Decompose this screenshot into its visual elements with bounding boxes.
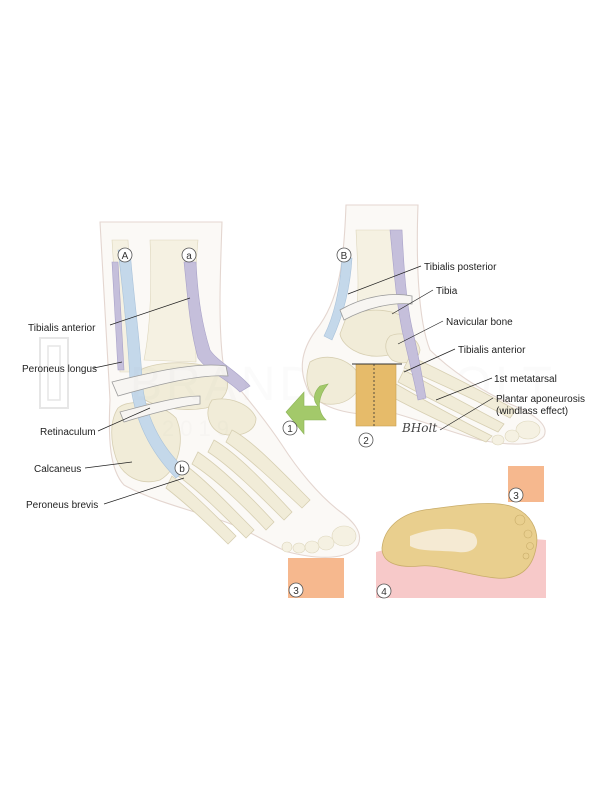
label-tibialis-anterior-left: Tibialis anterior <box>28 323 96 334</box>
svg-text:b: b <box>179 464 185 475</box>
marker-B: B <box>336 247 352 263</box>
svg-text:2019: 2019 <box>162 416 235 441</box>
right-retinaculum-strap <box>339 294 413 321</box>
orange-lever-2: 2 <box>352 363 402 448</box>
label-navicular-bone: Navicular bone <box>446 317 513 328</box>
marker-b: b <box>174 460 190 476</box>
svg-text:3: 3 <box>293 586 299 597</box>
left-foot-drawing: A a b <box>99 221 360 558</box>
artist-signature: BHolt <box>401 421 437 435</box>
left-toes <box>281 525 357 554</box>
right-metatarsals <box>389 355 517 443</box>
label-calcaneus: Calcaneus <box>34 464 81 475</box>
svg-text:4: 4 <box>381 587 387 598</box>
right-tibialis-tendon-blue <box>323 257 353 341</box>
label-first-metatarsal: 1st metatarsal <box>494 374 557 385</box>
svg-text:B: B <box>341 251 348 262</box>
left-metatarsals <box>165 429 311 545</box>
left-navicular-bone <box>207 398 257 436</box>
label-peroneus-longus: Peroneus longus <box>22 364 97 375</box>
leader-lines <box>84 265 494 505</box>
label-tibialis-anterior-right: Tibialis anterior <box>458 345 526 356</box>
label-peroneus-brevis: Peroneus brevis <box>26 500 98 511</box>
footprint-4: 4 <box>376 503 546 599</box>
right-toes <box>491 420 541 446</box>
svg-text:A: A <box>122 251 129 262</box>
marker-a: a <box>181 247 197 263</box>
label-plantar-aponeurosis: Plantar aponeurosis <box>496 394 585 405</box>
marker-A: A <box>117 247 133 263</box>
label-windlass-effect: (windlass effect) <box>496 406 568 417</box>
box-3-right: 3 <box>508 466 544 503</box>
green-arrow-1: 1 <box>282 383 329 436</box>
left-tibialis-anterior-tendon <box>183 261 251 393</box>
svg-text:a: a <box>186 251 192 262</box>
svg-text:3: 3 <box>513 491 519 502</box>
left-peroneus-tendon-purple <box>111 261 125 371</box>
label-retinaculum: Retinaculum <box>40 427 96 438</box>
svg-text:2: 2 <box>363 436 369 447</box>
left-retinaculum-lower <box>119 395 201 423</box>
label-tibia: Tibia <box>436 286 458 297</box>
left-retinaculum-strap <box>111 364 229 397</box>
svg-text:1: 1 <box>287 424 293 435</box>
label-tibialis-posterior: Tibialis posterior <box>424 262 497 273</box>
box-3-left: 3 <box>288 558 344 598</box>
